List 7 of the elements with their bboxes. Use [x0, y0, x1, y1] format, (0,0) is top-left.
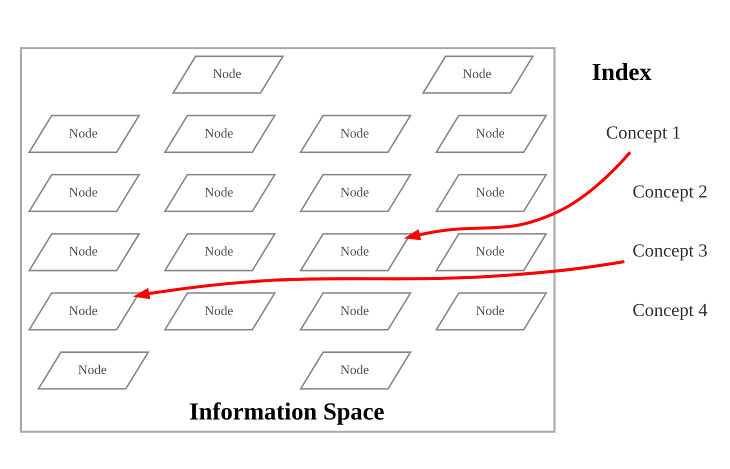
label: Concept 4	[632, 300, 708, 320]
label: Concept 2	[632, 182, 708, 202]
arrow	[133, 260, 625, 300]
node-text: Concept 3	[632, 240, 708, 261]
label: Index	[592, 58, 652, 86]
arrow	[404, 151, 632, 240]
node-text: Concept 1	[606, 122, 681, 142]
